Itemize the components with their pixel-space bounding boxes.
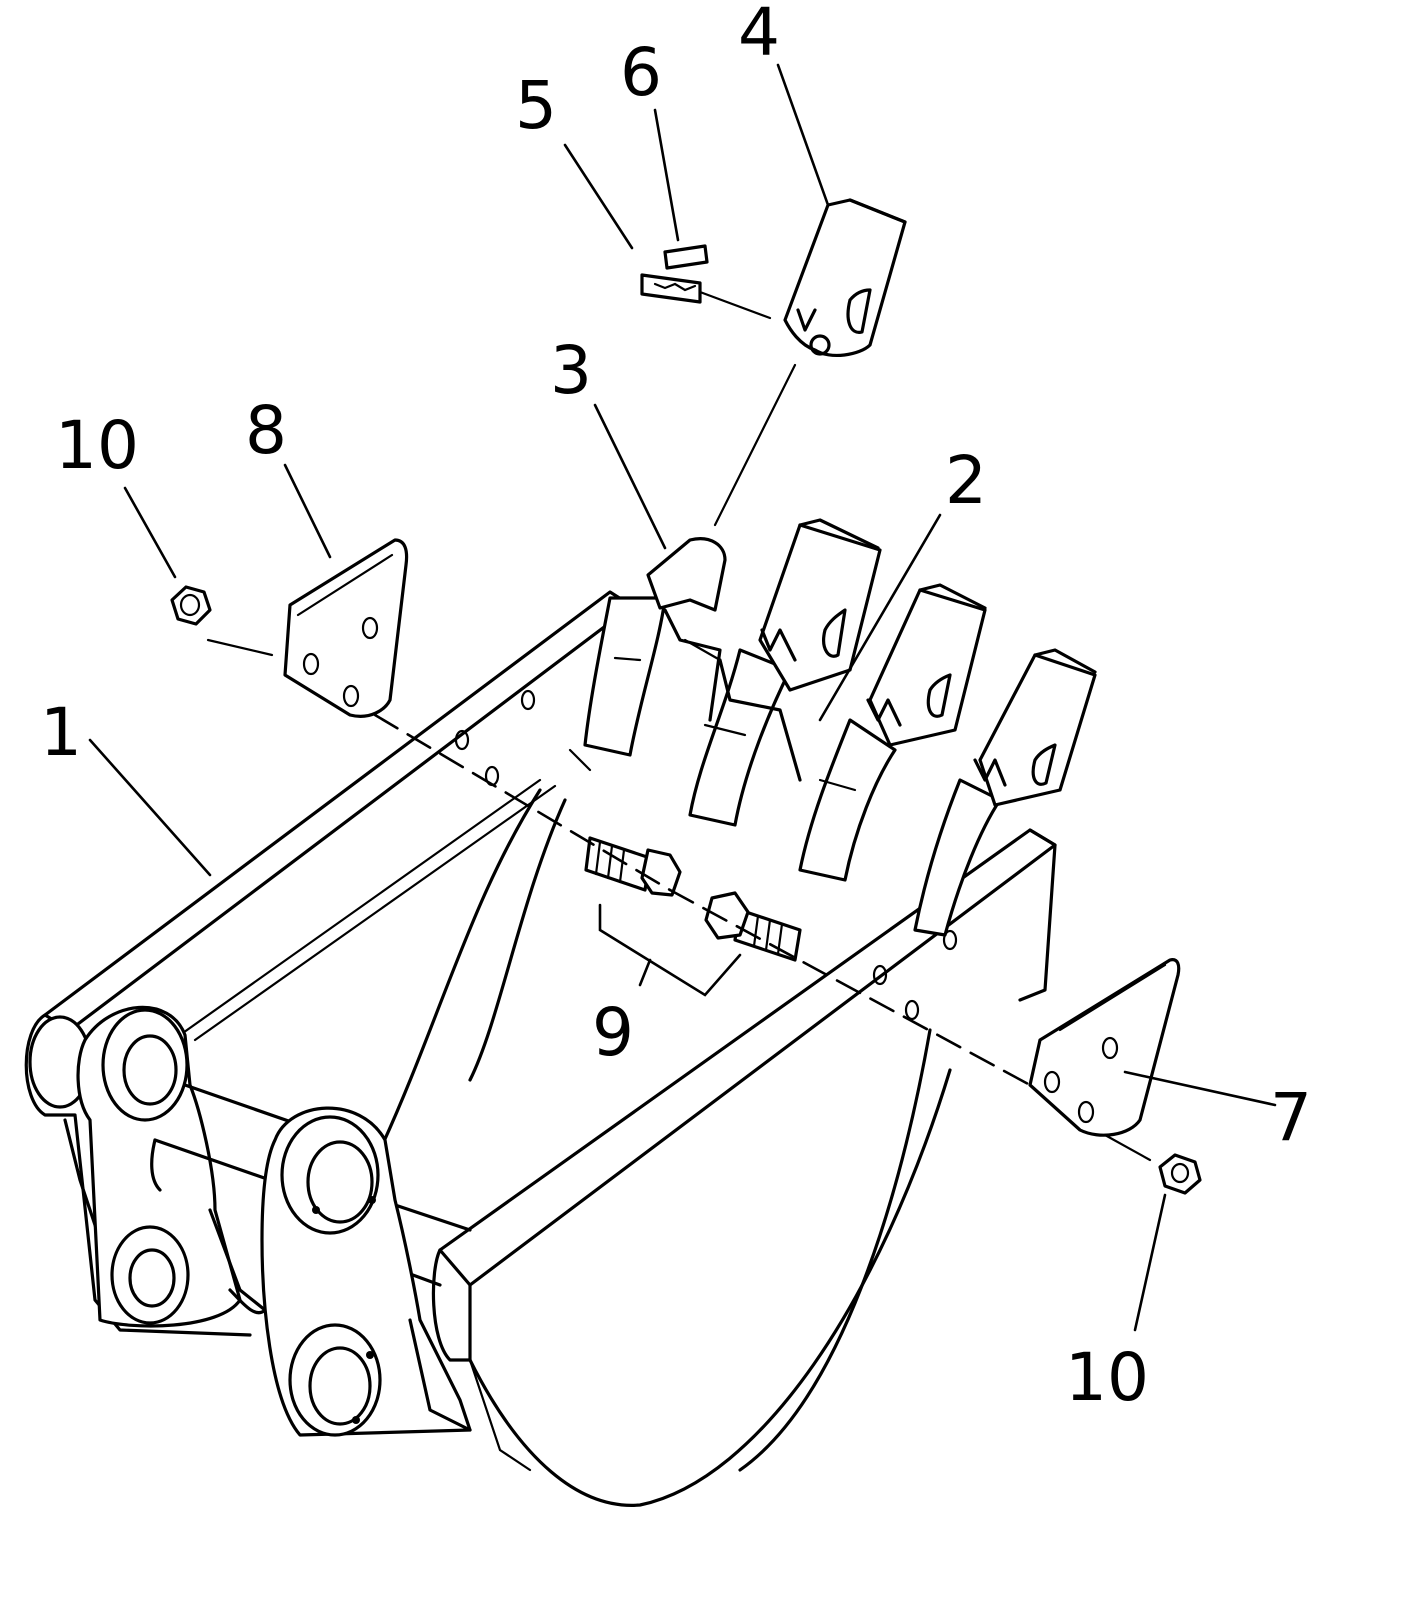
- callout-5: 5: [515, 67, 557, 144]
- tooth-adapters: [568, 518, 1097, 937]
- rail-bolt-holes: [454, 689, 958, 1021]
- leader-lines: [88, 63, 1277, 1332]
- callout-1: 1: [40, 694, 82, 771]
- side-cutter-right: [1028, 958, 1181, 1137]
- side-cutter-left: [283, 538, 409, 718]
- assembly-lines: [206, 290, 1152, 1162]
- callout-3: 3: [550, 332, 592, 409]
- callout-10-left: 10: [55, 407, 139, 484]
- bolts: [584, 836, 802, 997]
- nut-right: [1158, 1153, 1202, 1195]
- callout-10-right: 10: [1065, 1339, 1149, 1416]
- callout-labels: 1 2 3 4 5 6 7 8 9 10 10: [40, 0, 1312, 1416]
- bucket-body: [24, 590, 1057, 1507]
- callout-8: 8: [245, 392, 287, 469]
- callout-6: 6: [620, 34, 662, 111]
- nut-left: [170, 585, 212, 626]
- exploded-tooth: [640, 198, 907, 358]
- callout-4: 4: [738, 0, 780, 71]
- callout-9: 9: [592, 994, 634, 1071]
- callout-7: 7: [1270, 1079, 1312, 1156]
- callout-2: 2: [945, 442, 987, 519]
